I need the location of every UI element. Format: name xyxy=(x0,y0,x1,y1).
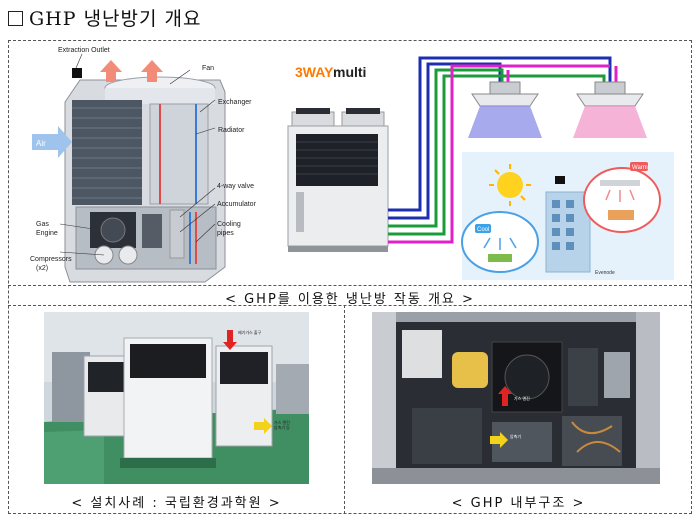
refrigerant-pipes xyxy=(388,56,618,244)
multi-title-rest: multi xyxy=(333,64,366,80)
svg-text:압축기: 압축기 xyxy=(510,433,521,439)
svg-text:가스 엔진: 가스 엔진 xyxy=(514,395,530,401)
building-label: Evenode xyxy=(595,270,615,276)
svg-text:배기가스 출구: 배기가스 출구 xyxy=(238,329,262,335)
compressors-label-1: Compressors xyxy=(30,256,72,263)
section-title: GHP 냉난방기 개요 xyxy=(29,8,202,30)
ghp-cutaway-illustration: Air Extraction Outlet Fan Exchanger Radi… xyxy=(30,47,257,283)
four-way-valve-label: 4-way valve xyxy=(217,183,254,190)
accumulator-label: Accumulator xyxy=(217,201,257,208)
installation-photo: 배기가스 출구 가스 엔진 압축기 등 xyxy=(44,312,309,484)
figure-frame xyxy=(8,40,692,514)
warm-label: Warm xyxy=(632,165,648,171)
cooling-pipes-label-2: pipes xyxy=(217,230,234,237)
section-heading: GHP 냉난방기 개요 xyxy=(8,4,202,31)
indoor-cassette-cool xyxy=(468,81,542,138)
exchanger-label: Exchanger xyxy=(218,99,252,106)
radiator-label: Radiator xyxy=(218,127,245,134)
indoor-cassette-warm xyxy=(573,81,647,138)
compressors-label-2: (x2) xyxy=(36,265,48,272)
internal-caption: < GHP 내부구조 > xyxy=(451,496,586,511)
svg-text:압축기 등: 압축기 등 xyxy=(274,424,290,430)
outdoor-unit-illustration: 3WAY multi xyxy=(287,64,389,252)
divider-vertical xyxy=(344,305,345,514)
divider-mid xyxy=(8,305,692,306)
extraction-outlet-label: Extraction Outlet xyxy=(58,47,110,54)
divider-top xyxy=(8,285,692,286)
multi-title-accent: 3WAY xyxy=(295,64,334,80)
gas-engine-label-1: Gas xyxy=(36,221,49,228)
operation-caption: < GHP를 이용한 냉난방 작동 개요 > xyxy=(225,292,475,307)
checkbox-bullet-icon xyxy=(8,11,23,26)
internal-structure-photo: 가스 엔진 압축기 xyxy=(372,312,660,484)
cool-label: Cool xyxy=(477,227,489,233)
gas-engine-label-2: Engine xyxy=(36,230,58,237)
ghp-operation-diagram: Air Extraction Outlet Fan Exchanger Radi… xyxy=(30,47,674,283)
fan-label: Fan xyxy=(202,65,214,72)
install-caption: < 설치사례 : 국립환경과학원 > xyxy=(71,496,282,511)
svg-text:가스 엔진: 가스 엔진 xyxy=(274,419,290,425)
building-scene: Cool Warm Evenode xyxy=(461,152,674,280)
air-label: Air xyxy=(36,139,46,148)
cooling-pipes-label-1: Cooling xyxy=(217,221,241,228)
